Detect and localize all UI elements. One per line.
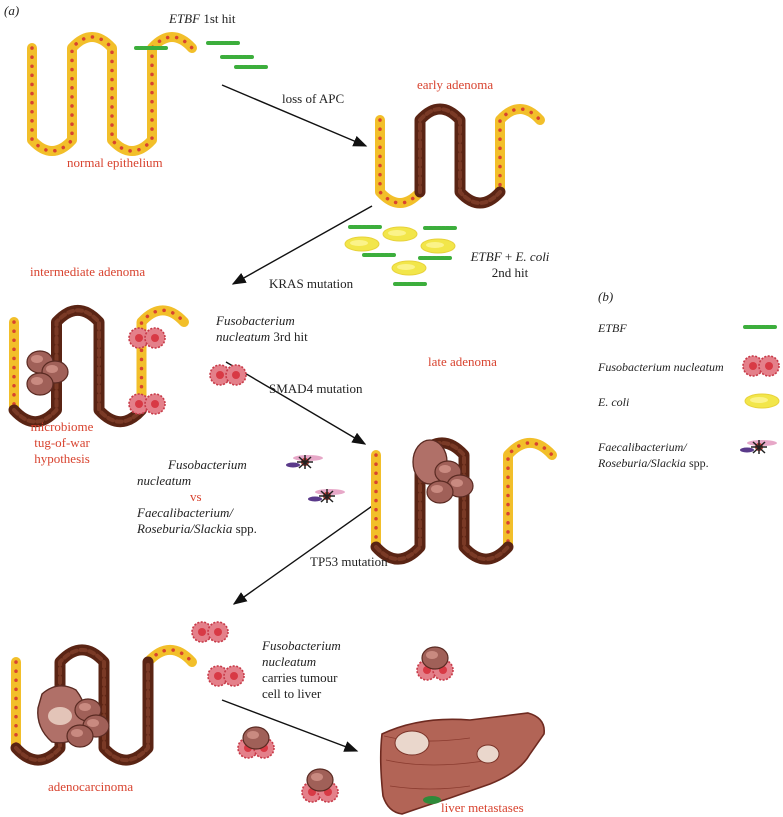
late-tumour-mass bbox=[412, 439, 474, 504]
third-hit-label: Fusobacterium nucleatum 3rd hit bbox=[216, 313, 308, 344]
legend-faec-label: Faecalibacterium/ Roseburia/Slackia spp. bbox=[598, 440, 709, 470]
stage-normal-epithelium: normal epithelium bbox=[67, 155, 163, 170]
stage-adenocarcinoma: adenocarcinoma bbox=[48, 779, 134, 794]
mutation-tp53: TP53 mutation bbox=[310, 554, 388, 569]
adenocarcinoma-crypt bbox=[10, 644, 197, 766]
stage-early-adenoma: early adenoma bbox=[417, 77, 494, 92]
first-hit-label: ETBF 1st hit bbox=[169, 11, 236, 26]
panel-label-b: (b) bbox=[598, 289, 614, 304]
late-adenoma-crypt bbox=[370, 437, 557, 565]
early-adenoma-crypt bbox=[375, 103, 545, 209]
arrow-smad4 bbox=[225, 361, 367, 445]
arrow-apc bbox=[221, 84, 368, 147]
faecalibacterium-group bbox=[285, 454, 346, 504]
etbf-ecoli-second-hit bbox=[344, 225, 457, 286]
legend-ecoli-icon bbox=[744, 393, 780, 409]
liver-illustration bbox=[379, 712, 545, 815]
mutation-smad4: SMAD4 mutation bbox=[269, 381, 363, 396]
legend-fuso-icon bbox=[742, 355, 780, 377]
metastasis-note: Fusobacterium nucleatum carries tumour c… bbox=[262, 638, 341, 701]
adenocarcinoma-tumour-mass bbox=[37, 685, 110, 748]
tug-of-war-bacteria: Fusobacterium nucleatum vs Faecalibacter… bbox=[137, 457, 257, 536]
normal-epithelium-crypt bbox=[27, 32, 197, 156]
arrow-liver bbox=[221, 699, 359, 752]
panel-label-a: (a) bbox=[4, 3, 20, 18]
stage-liver-metastases: liver metastases bbox=[441, 800, 524, 815]
mutation-apc: loss of APC bbox=[282, 91, 345, 106]
second-hit-label: ETBF + E. coli 2nd hit bbox=[470, 249, 550, 280]
legend-etbf-label: ETBF bbox=[598, 321, 627, 335]
legend-fuso-label: Fusobacterium nucleatum bbox=[598, 360, 724, 374]
arrow-tp53 bbox=[232, 503, 376, 605]
legend-ecoli-label: E. coli bbox=[598, 395, 630, 409]
arrow-kras bbox=[231, 205, 373, 285]
stage-intermediate-adenoma: intermediate adenoma bbox=[30, 264, 146, 279]
legend-faec-icon bbox=[739, 439, 778, 455]
stage-late-adenoma: late adenoma bbox=[428, 354, 497, 369]
mutation-kras: KRAS mutation bbox=[269, 276, 354, 291]
intermediate-adenoma-crypt bbox=[8, 304, 189, 428]
